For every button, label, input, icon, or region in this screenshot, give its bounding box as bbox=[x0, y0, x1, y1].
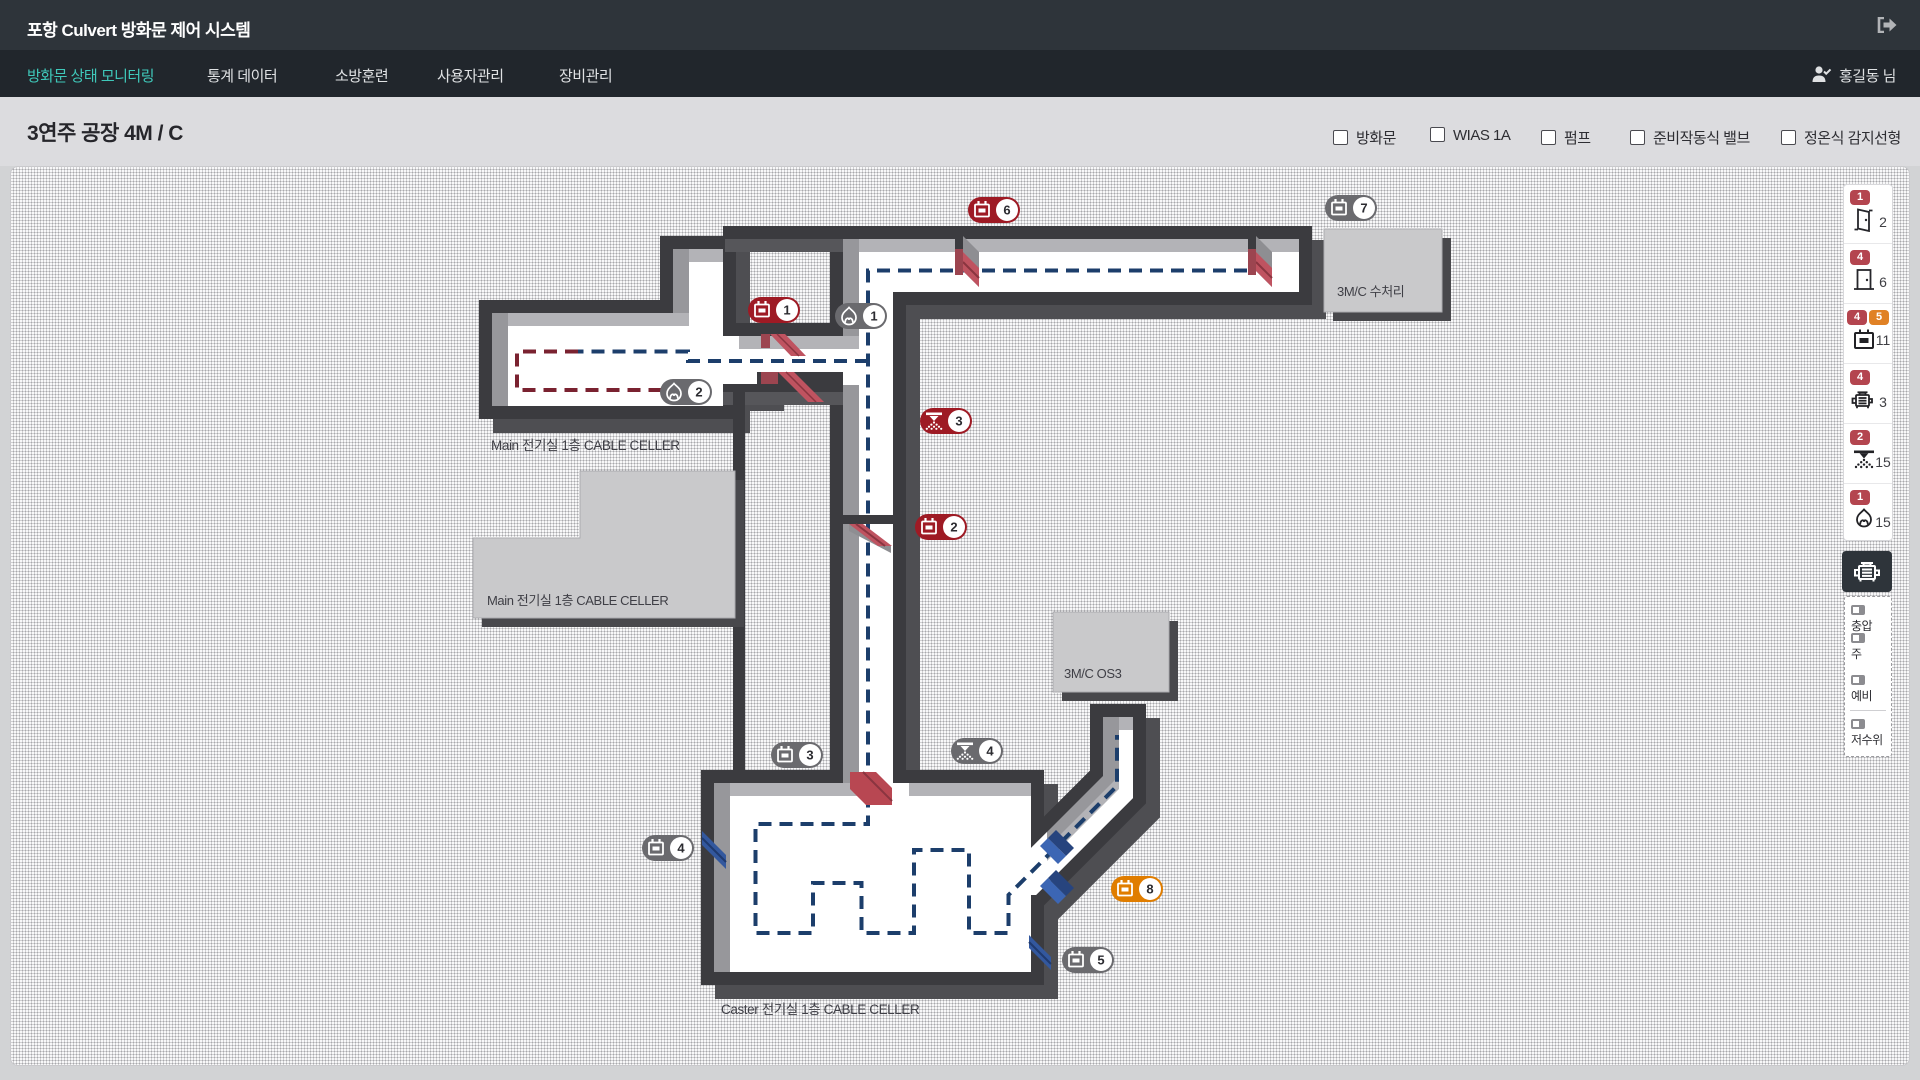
svg-text:1: 1 bbox=[870, 309, 877, 324]
svg-text:3: 3 bbox=[806, 748, 813, 763]
svg-text:Main 전기실 1층 CABLE CELLER: Main 전기실 1층 CABLE CELLER bbox=[487, 593, 668, 608]
svg-text:1: 1 bbox=[783, 303, 790, 318]
svg-text:3: 3 bbox=[955, 414, 962, 429]
svg-text:3M/C 수처리: 3M/C 수처리 bbox=[1337, 284, 1404, 299]
svg-text:4: 4 bbox=[986, 744, 994, 759]
svg-text:Main 전기실 1층 CABLE CELLER: Main 전기실 1층 CABLE CELLER bbox=[491, 438, 680, 453]
svg-text:4: 4 bbox=[677, 841, 685, 856]
svg-text:2: 2 bbox=[695, 385, 702, 400]
svg-text:3M/C OS3: 3M/C OS3 bbox=[1064, 666, 1122, 681]
svg-text:Caster 전기실 1층 CABLE CELLER: Caster 전기실 1층 CABLE CELLER bbox=[721, 1002, 920, 1017]
svg-text:8: 8 bbox=[1146, 882, 1153, 897]
svg-text:7: 7 bbox=[1360, 201, 1367, 216]
svg-text:6: 6 bbox=[1003, 203, 1010, 218]
svg-text:5: 5 bbox=[1097, 953, 1104, 968]
svg-text:2: 2 bbox=[950, 520, 957, 535]
